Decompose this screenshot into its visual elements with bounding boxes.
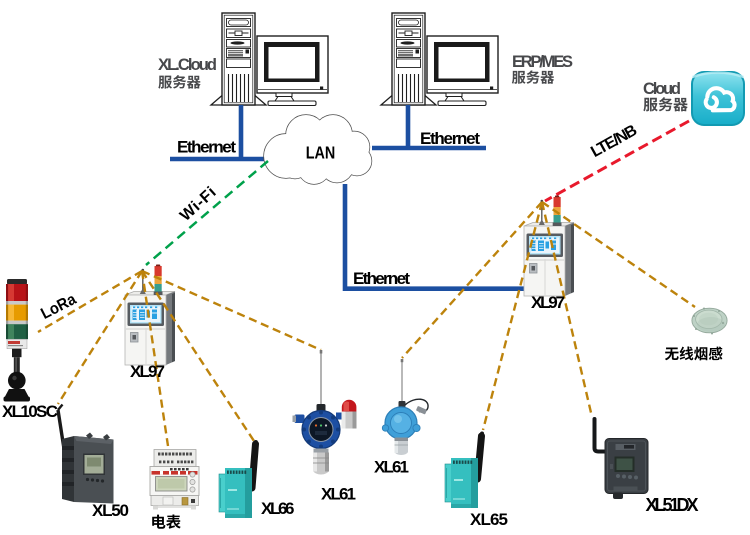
svg-text:XL97: XL97 (130, 362, 165, 381)
svg-text:XL61: XL61 (321, 485, 356, 504)
svg-text:XL66: XL66 (261, 499, 295, 518)
svg-text:XL51DX: XL51DX (646, 495, 699, 515)
svg-text:ERP/MES: ERP/MES (512, 53, 573, 71)
svg-text:XL50: XL50 (92, 501, 129, 520)
svg-text:Cloud: Cloud (643, 80, 681, 98)
svg-text:Ethernet: Ethernet (420, 129, 480, 148)
svg-text:Ethernet: Ethernet (177, 138, 236, 157)
svg-text:XL65: XL65 (470, 510, 508, 529)
svg-text:Ethernet: Ethernet (353, 269, 410, 288)
svg-text:XL97: XL97 (531, 293, 565, 312)
svg-text:XL.Cloud: XL.Cloud (158, 56, 217, 74)
svg-text:LAN: LAN (306, 143, 336, 163)
svg-text:XL61: XL61 (374, 458, 409, 477)
svg-text:XL10SC: XL10SC (2, 402, 58, 421)
